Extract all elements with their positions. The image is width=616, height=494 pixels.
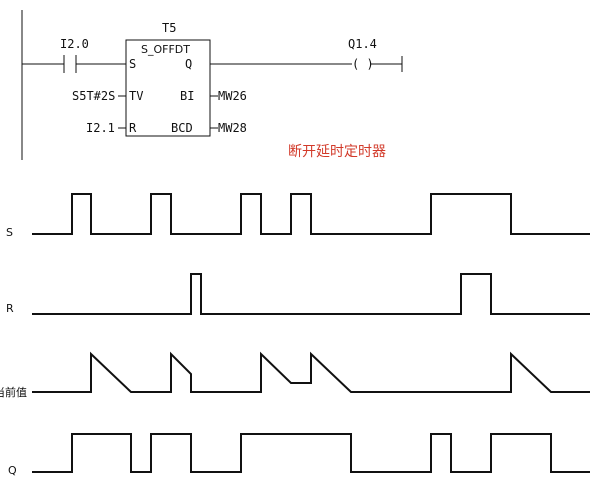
r-waveform: [32, 273, 590, 315]
output-coil-label: Q1.4: [348, 37, 377, 51]
output-coil: ( ): [352, 57, 374, 71]
q-waveform: [32, 433, 590, 473]
timer-block: [125, 39, 211, 137]
pin-s-label: S: [129, 57, 136, 71]
pin-bi-label: BI: [180, 89, 194, 103]
pin-q-label: Q: [185, 57, 192, 71]
signal-label-r: R: [6, 302, 14, 315]
timer-block-type: S_OFFDT: [141, 43, 190, 56]
timer-name: T5: [162, 21, 176, 35]
pin-r-label: R: [129, 121, 137, 135]
reset-contact-label: I2.1: [86, 121, 115, 135]
current-value-waveform: [32, 351, 590, 393]
pin-tv-label: TV: [129, 89, 143, 103]
pin-bcd-label: BCD: [171, 121, 193, 135]
ladder-network: I2.0 T5 S_OFFDT S Q TV BI R BCD S5T#2S I…: [21, 10, 403, 160]
input-contact: [63, 55, 77, 73]
diagram-caption: 断开延时定时器: [288, 144, 386, 160]
bi-output-label: MW26: [218, 89, 247, 103]
time-value-label: S5T#2S: [72, 89, 115, 103]
input-contact-label: I2.0: [60, 37, 89, 51]
s-waveform: [32, 193, 590, 235]
signal-label-q: Q: [8, 464, 17, 477]
signal-label-s: S: [6, 226, 13, 239]
bcd-output-label: MW28: [218, 121, 247, 135]
signal-label-current: 当前值: [0, 385, 27, 399]
